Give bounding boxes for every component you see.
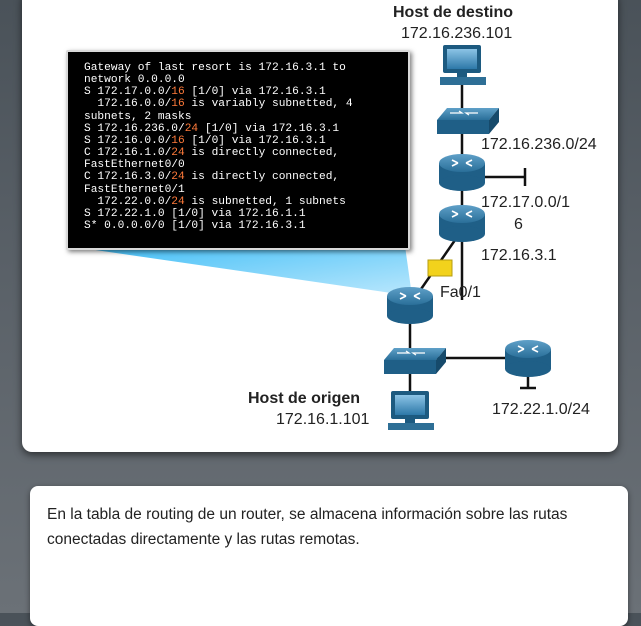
prefix-length-highlight: 16 <box>171 98 185 111</box>
router-icon-right <box>505 340 551 377</box>
routing-table-text: C 172.16.3.0/ <box>84 171 172 184</box>
interface-tag <box>427 259 453 277</box>
routing-table-text: S 172.16.0.0/ <box>84 134 172 147</box>
routing-table-text: Gateway of last resort is 172.16.3.1 to <box>84 62 346 74</box>
routing-table-text: FastEthernet0/1 <box>84 183 185 196</box>
routing-table-line: network 0.0.0.0 <box>84 74 353 86</box>
routing-table-line: S* 0.0.0.0/0 [1/0] via 172.16.3.1 <box>84 220 353 232</box>
source-host-ip: 172.16.1.101 <box>276 411 370 428</box>
destination-host-title: Host de destino <box>393 4 514 21</box>
routing-table-text: C 172.16.1.0/ <box>84 147 172 160</box>
routing-table-text: [1/0] via 172.16.3.1 <box>184 134 326 147</box>
routing-table-line: S 172.16.236.0/24 [1/0] via 172.16.3.1 <box>84 123 353 135</box>
routing-table-text: is variably subnetted, 4 <box>184 98 353 111</box>
routing-table-text: [1/0] via 172.16.3.1 <box>184 86 326 99</box>
routing-table-text: S 172.17.0.0/ <box>84 86 172 99</box>
routing-table-line: FastEthernet0/0 <box>84 159 353 171</box>
prefix-length-highlight: 24 <box>184 122 199 135</box>
routing-table-text: subnets, 2 masks <box>84 110 192 123</box>
network-diagram <box>68 45 551 430</box>
routing-table-line: 172.16.0.0/16 is variably subnetted, 4 <box>84 98 353 111</box>
router-icon-middle <box>439 205 485 242</box>
caption-text: En la tabla de routing de un router, se … <box>47 506 568 548</box>
routing-table-line: S 172.17.0.0/16 [1/0] via 172.16.3.1 <box>84 86 353 98</box>
routing-table-line: subnets, 2 masks <box>84 111 353 123</box>
source-host-title: Host de origen <box>248 390 361 407</box>
caption-panel: En la tabla de routing de un router, se … <box>30 486 628 626</box>
destination-host-ip: 172.16.236.101 <box>401 25 513 42</box>
network-label-17: 172.17.0.0/1 <box>481 194 570 211</box>
routing-table-text: [1/0] via 172.16.3.1 <box>198 122 340 135</box>
routing-table-line: FastEthernet0/1 <box>84 184 353 196</box>
routing-table-text: S* 0.0.0.0/0 [1/0] via 172.16.3.1 <box>84 220 306 233</box>
routing-table-text: 172.22.0.0/ <box>84 195 172 208</box>
routing-table-text: is directly connected, <box>184 147 340 160</box>
routing-table-text: is directly connected, <box>184 171 340 184</box>
interface-label: Fa0/1 <box>440 284 481 301</box>
routing-table-text: 172.16.0.0/ <box>84 98 172 111</box>
prefix-length-highlight: 16 <box>171 86 185 99</box>
callout-wedge <box>68 246 412 296</box>
routing-table-line: 172.22.0.0/24 is subnetted, 1 subnets <box>84 196 353 208</box>
network-label-17-suffix: 6 <box>514 216 523 233</box>
switch-icon-bottom <box>384 348 446 374</box>
routing-table-line: S 172.22.1.0 [1/0] via 172.16.1.1 <box>84 208 353 220</box>
routing-table-text: FastEthernet0/0 <box>84 159 185 172</box>
router-icon-top <box>439 154 485 191</box>
network-label-236: 172.16.236.0/24 <box>481 136 597 153</box>
routing-table-text: S 172.22.1.0 [1/0] via 172.16.1.1 <box>84 207 306 220</box>
gateway-ip-label: 172.16.3.1 <box>481 247 557 264</box>
destination-host-pc-icon <box>440 45 486 85</box>
routing-table-line: S 172.16.0.0/16 [1/0] via 172.16.3.1 <box>84 135 353 147</box>
switch-icon-top <box>437 108 499 134</box>
network-label-22: 172.22.1.0/24 <box>492 401 590 418</box>
prefix-length-highlight: 24 <box>171 147 185 160</box>
routing-table-line: C 172.16.3.0/24 is directly connected, <box>84 171 353 183</box>
prefix-length-highlight: 24 <box>171 171 185 184</box>
routing-table-text: network 0.0.0.0 <box>84 74 185 87</box>
prefix-length-highlight: 24 <box>171 195 185 208</box>
routing-table-text: S 172.16.236.0/ <box>84 122 185 135</box>
source-host-pc-icon <box>388 391 434 430</box>
routing-table-line: Gateway of last resort is 172.16.3.1 to <box>84 62 353 74</box>
routing-table-line: C 172.16.1.0/24 is directly connected, <box>84 147 353 159</box>
router-icon-main <box>387 287 433 324</box>
prefix-length-highlight: 16 <box>171 134 185 147</box>
routing-table-text: is subnetted, 1 subnets <box>184 195 346 208</box>
